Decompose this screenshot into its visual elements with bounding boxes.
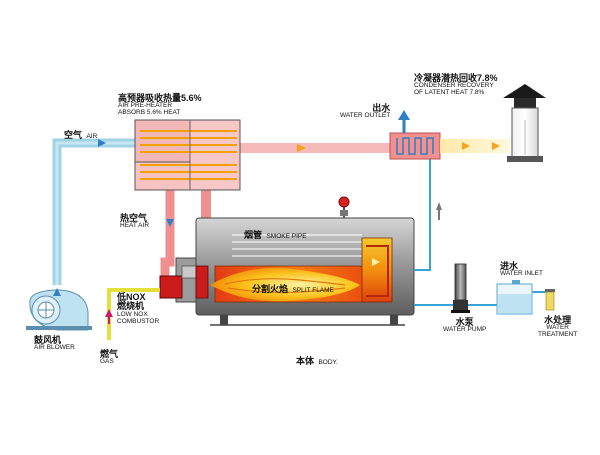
exhaust-arrow-icon-2 bbox=[492, 142, 500, 150]
split-flame-label: 分割火焰 SPLIT FLAME bbox=[252, 284, 334, 294]
hot-air-arrow-icon bbox=[166, 219, 174, 227]
water-loop bbox=[414, 150, 551, 306]
water-inlet-tank bbox=[496, 280, 533, 315]
water-treatment bbox=[545, 289, 555, 311]
rear-chamber-arrow-icon bbox=[372, 258, 380, 266]
hot-air-label: 热空气 HEAT AIR bbox=[120, 213, 150, 230]
water-pump bbox=[451, 263, 470, 313]
blower-label: 鼓风机 AIR BLOWER bbox=[34, 335, 75, 352]
body-label: 本体 BODY. bbox=[296, 356, 338, 366]
water-pump-label: 水泵 WATER PUMP bbox=[443, 317, 487, 334]
blower-up-arrow-icon bbox=[53, 288, 61, 296]
air-preheater bbox=[134, 119, 241, 191]
chimney bbox=[503, 84, 546, 162]
water-up-arrow-icon bbox=[436, 202, 442, 210]
cold-air-duct bbox=[52, 138, 135, 285]
safety-valve-icon bbox=[338, 196, 350, 208]
air-flow-arrow-icon bbox=[98, 139, 106, 147]
gas-label: 燃气 GAS bbox=[100, 349, 119, 366]
boiler-body bbox=[195, 196, 415, 326]
smoke-pipe-label: 烟管 SMOKE PIPE bbox=[244, 230, 307, 240]
low-nox-burner bbox=[159, 257, 209, 303]
combustor-label: 低NOX 燃烧机 LOW NOX COMBUSTOR bbox=[117, 292, 160, 325]
water-outlet-arrow-icon bbox=[398, 110, 410, 120]
hot-air-duct bbox=[160, 190, 175, 276]
condenser bbox=[389, 132, 441, 160]
flue-right-arrow-icon bbox=[297, 144, 306, 152]
preheater-label: 高预器吸收热量5.6% AIR PRE-HEATER ABSORB 5.6% H… bbox=[118, 93, 202, 117]
water-treatment-label: 水处理 WATER TREATMENT bbox=[538, 315, 578, 339]
gas-up-arrow-icon bbox=[105, 309, 113, 317]
water-outlet-label: 出水 WATER OUTLET bbox=[340, 103, 391, 120]
air-label: 空气 AIR bbox=[64, 130, 98, 140]
condenser-label: 冷凝器潜热回收7.8% CONDENSER RECOVERY OF LATENT… bbox=[414, 73, 498, 97]
exhaust-arrow-icon-1 bbox=[462, 142, 470, 150]
water-inlet-label: 进水 WATER INLET bbox=[500, 261, 543, 278]
air-blower bbox=[26, 289, 92, 331]
